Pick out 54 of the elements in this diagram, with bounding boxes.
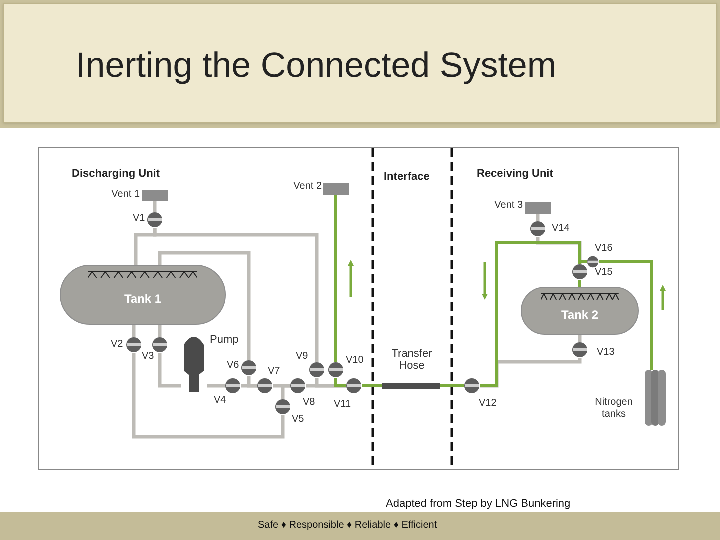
valve-label: V9 bbox=[296, 351, 310, 363]
pipe bbox=[334, 378, 346, 388]
pump-label: Pump bbox=[210, 334, 240, 346]
pipe bbox=[362, 384, 382, 388]
pipe bbox=[158, 325, 162, 337]
section-heading: Receiving Unit bbox=[477, 167, 554, 182]
vent-label: Vent 1 bbox=[110, 189, 140, 201]
valve-label: V6 bbox=[227, 360, 240, 372]
valve-label: V13 bbox=[597, 347, 616, 359]
valve-label: V7 bbox=[268, 366, 282, 378]
valve-label: V2 bbox=[111, 339, 124, 351]
valve-label: V3 bbox=[142, 351, 156, 363]
valve-label: V11 bbox=[334, 399, 352, 411]
tank-label: Tank 1 bbox=[124, 291, 162, 308]
pipe bbox=[207, 384, 225, 388]
pipe bbox=[334, 195, 338, 362]
hose-label: Transfer Hose bbox=[390, 348, 434, 372]
pipe bbox=[153, 201, 157, 212]
pipe bbox=[578, 335, 582, 342]
pipe bbox=[132, 353, 285, 439]
pipe bbox=[158, 353, 181, 388]
footer-slogan: Safe ♦ Responsible ♦ Reliable ♦ Efficient bbox=[258, 519, 438, 533]
valve-label: V15 bbox=[595, 267, 614, 279]
valve-label: V1 bbox=[133, 213, 146, 225]
pipe bbox=[153, 228, 319, 362]
vent-label: Vent 2 bbox=[292, 181, 322, 193]
valve-label: V4 bbox=[214, 395, 228, 407]
source-caption: Adapted from Step by LNG Bunkering bbox=[386, 497, 571, 512]
pipe bbox=[132, 325, 136, 337]
valve-label: V8 bbox=[303, 397, 316, 409]
section-heading: Interface bbox=[384, 170, 430, 185]
valve-label: V10 bbox=[346, 355, 365, 367]
pipe bbox=[480, 242, 582, 388]
pipe bbox=[315, 378, 346, 388]
slide-title: Inerting the Connected System bbox=[76, 45, 557, 87]
pipe bbox=[536, 214, 540, 221]
pipe bbox=[281, 384, 290, 399]
pipe bbox=[578, 260, 587, 264]
pipe bbox=[440, 384, 464, 388]
pipe bbox=[158, 251, 251, 360]
valve-label: V12 bbox=[479, 398, 498, 410]
tank-label: Tank 2 bbox=[561, 307, 599, 324]
pipe bbox=[578, 280, 582, 287]
valve-label: V5 bbox=[292, 414, 306, 426]
pipe bbox=[247, 376, 257, 388]
pipe bbox=[599, 260, 654, 370]
valve-label: V14 bbox=[552, 223, 571, 235]
pipe bbox=[480, 358, 582, 388]
section-heading: Discharging Unit bbox=[72, 167, 160, 182]
vent-label: Vent 3 bbox=[494, 200, 523, 212]
pipe bbox=[536, 237, 582, 264]
valve-label: V16 bbox=[595, 243, 614, 255]
cylinder-label: Nitrogen tanks bbox=[594, 397, 634, 421]
storage-tank bbox=[521, 287, 639, 335]
